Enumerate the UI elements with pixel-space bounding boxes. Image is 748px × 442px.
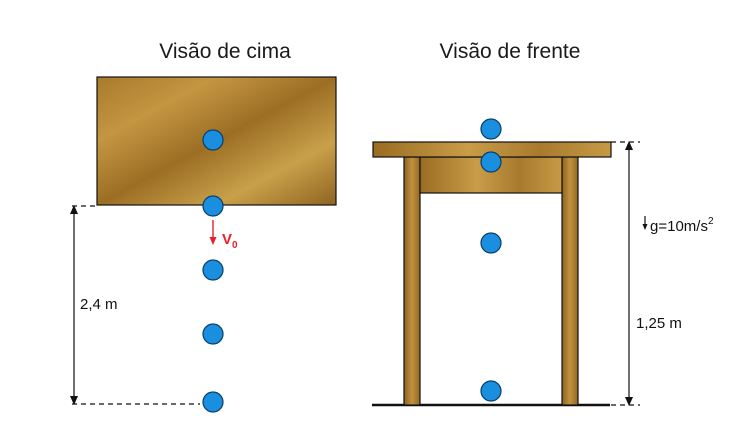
front-view-title: Visão de frente: [440, 40, 581, 63]
height-label: 1,25 m: [636, 315, 682, 332]
ball-position: [202, 391, 224, 413]
top-view: 2,4 m V0: [70, 76, 337, 413]
gravity-label: g=10m/s2: [650, 216, 714, 235]
height-arrow-up-icon: [625, 141, 633, 150]
top-view-title: Visão de cima: [159, 40, 291, 63]
ball-position: [480, 380, 502, 402]
ball-position: [480, 118, 502, 140]
distance-arrow-up-icon: [70, 205, 78, 214]
ball-position: [480, 232, 502, 254]
velocity-label: V0: [222, 231, 238, 251]
velocity-arrow-icon: [209, 237, 217, 245]
gravity-arrow-icon: [642, 224, 648, 230]
horizontal-distance-label: 2,4 m: [80, 296, 118, 313]
distance-arrow-down-icon: [70, 396, 78, 405]
table-leg-left: [403, 156, 421, 406]
ball-position: [202, 259, 224, 281]
table-leg-right: [561, 156, 579, 406]
ball-position: [202, 195, 224, 217]
height-arrow-down-icon: [625, 397, 633, 406]
ball-position: [480, 151, 502, 173]
ball-position: [202, 129, 224, 151]
front-view: 1,25 m g=10m/s2: [372, 118, 714, 407]
ball-position: [202, 323, 224, 345]
